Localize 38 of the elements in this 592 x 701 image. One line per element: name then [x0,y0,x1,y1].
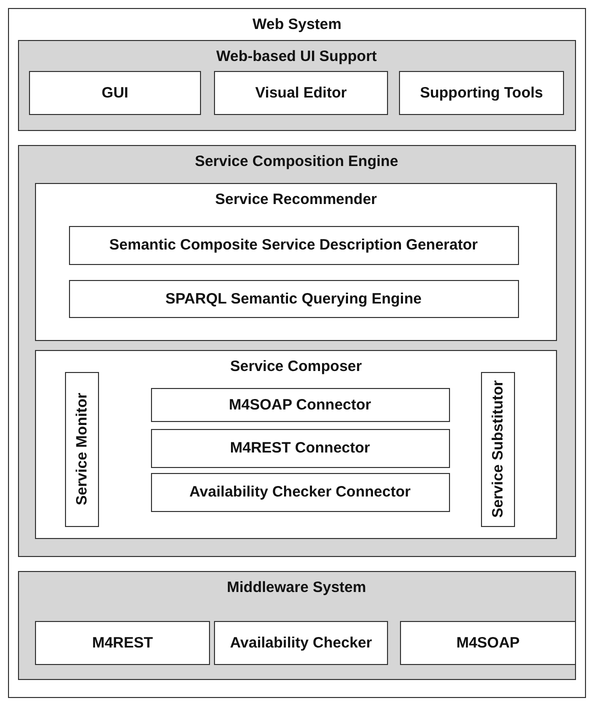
component-box [214,621,388,665]
component-box [68,280,518,318]
group-panel [35,350,557,539]
component-label: M4REST Connector [230,440,370,456]
component-label: Availability Checker Connector [189,484,411,500]
component-box [64,372,98,526]
component-box [399,71,564,115]
group-panel [18,40,576,130]
component-label: M4SOAP [456,634,520,652]
component-box [214,71,388,115]
component-label: Semantic Composite Service Description Generator [109,236,478,254]
panel-title: Service Composition Engine [194,152,398,170]
component-label: M4REST [92,634,153,652]
component-box [480,372,514,526]
group-panel [8,8,586,698]
group-panel [18,144,576,556]
group-panel [18,570,576,680]
panel-title: Web-based UI Support [216,48,377,64]
panel-title: Middleware System [226,578,366,596]
panel-title: Service Composer [230,358,362,375]
component-label: GUI [102,84,128,102]
component-box [35,621,210,665]
component-box [150,472,450,512]
group-panel [35,183,557,341]
component-label: Service Monitor [73,392,90,506]
component-box [150,428,450,468]
component-label: Availability Checker [230,634,372,652]
component-label: Supporting Tools [420,84,544,102]
panel-title: Service Recommender [215,191,377,208]
component-label: SPARQL Semantic Querying Engine [165,290,422,307]
component-box [29,71,201,115]
component-box [400,621,576,665]
component-label: Service Substitutor [489,380,506,518]
panel-title: Web System [252,16,342,33]
component-label: M4SOAP Connector [228,396,372,413]
component-label: Visual Editor [255,84,347,102]
component-box [150,388,450,422]
component-box [68,226,518,264]
